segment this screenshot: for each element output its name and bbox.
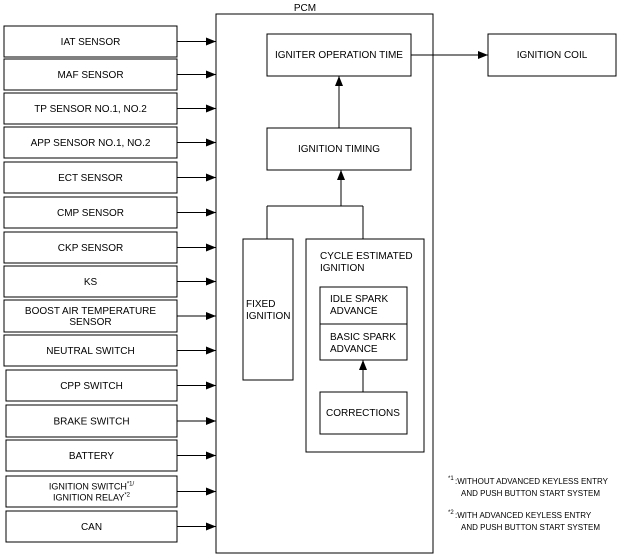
input-ckp-box [3,231,178,264]
corrections-label: CORRECTIONS [326,408,400,419]
idle-spark-line-2: ADVANCE [330,306,378,317]
footnote-2-line-2: AND PUSH BUTTON START SYSTEM [461,523,600,532]
igniter-operation-time-block: IGNITER OPERATION TIME [266,33,412,77]
merge-connector [266,170,364,239]
input-can: CAN [5,510,216,543]
input-ks-label-1: KS [84,277,98,288]
input-cmp: CMP SENSOR [3,196,216,229]
input-ect-box [3,161,178,194]
input-brake-label-1: BRAKE SWITCH [53,417,129,428]
ignition-timing-label: IGNITION TIMING [298,144,380,155]
basic-spark-line-2: ADVANCE [330,344,378,355]
input-cpp-label-1: CPP SWITCH [60,381,123,392]
input-ckp-label-1: CKP SENSOR [58,243,123,254]
input-battery: BATTERY [5,439,216,472]
idle-spark-advance-block: IDLE SPARK ADVANCE [319,286,408,325]
footnote-2-line-1: :WITH ADVANCED KEYLESS ENTRY [455,511,592,520]
basic-spark-line-1: BASIC SPARK [330,332,396,343]
input-app-box [3,126,178,159]
input-cmp-label-1: CMP SENSOR [57,208,124,219]
input-neutral: NEUTRAL SWITCH [3,334,216,367]
footnote-1-line-2: AND PUSH BUTTON START SYSTEM [461,489,600,498]
input-app-label-1: APP SENSOR NO.1, NO.2 [31,138,151,149]
input-boost-label-2: SENSOR [69,317,111,328]
input-maf: MAF SENSOR [3,58,216,91]
idle-spark-line-1: IDLE SPARK [330,294,388,305]
pcm-label: PCM [294,3,316,14]
fixed-ignition-block: FIXED IGNITION [242,238,294,381]
footnote-1-mark: *1 [448,476,454,482]
basic-spark-advance-block: BASIC SPARK ADVANCE [319,323,408,361]
input-ign-label-1: IGNITION SWITCH*1/ [49,482,135,492]
input-iat: IAT SENSOR [3,25,216,58]
footnote-2-mark: *2 [448,510,454,516]
input-battery-label-1: BATTERY [69,451,115,462]
footnote-2: *2 :WITH ADVANCED KEYLESS ENTRY AND PUSH… [448,510,600,532]
input-iat-label-1: IAT SENSOR [61,37,121,48]
input-cpp-box [5,369,178,402]
input-ign-superscript-2: *2 [124,493,130,499]
input-ect: ECT SENSOR [3,161,216,194]
input-ks: KS [3,265,216,298]
input-ect-label-1: ECT SENSOR [58,173,123,184]
footnote-1: *1 :WITHOUT ADVANCED KEYLESS ENTRY AND P… [448,476,609,498]
input-ign-label-2: IGNITION RELAY*2 [53,493,131,503]
ignition-timing-block: IGNITION TIMING [266,127,412,171]
input-can-label-1: CAN [81,522,102,533]
input-boost-label-1: BOOST AIR TEMPERATURE [25,306,156,317]
input-neutral-label-1: NEUTRAL SWITCH [46,346,135,357]
fixed-ignition-line-2: IGNITION [246,311,290,322]
input-brake-box [5,404,178,438]
input-ign-superscript-1: *1/ [127,482,135,488]
input-tp-label-1: TP SENSOR NO.1, NO.2 [34,104,147,115]
input-signals: IAT SENSOR MAF SENSOR TP SENSOR NO.1, NO.2… [3,25,216,543]
input-ign-box [5,475,178,508]
cycle-estimated-line-2: IGNITION [320,263,364,274]
footnotes: *1 :WITHOUT ADVANCED KEYLESS ENTRY AND P… [448,476,609,532]
input-iat-box [3,25,178,58]
fixed-ignition-line-1: FIXED [246,299,275,310]
input-ks-box [3,265,178,298]
input-brake: BRAKE SWITCH [5,404,216,438]
footnote-1-line-1: :WITHOUT ADVANCED KEYLESS ENTRY [455,477,609,486]
input-maf-label-1: MAF SENSOR [57,70,123,81]
ignition-coil-block: IGNITION COIL [487,33,617,77]
input-ckp: CKP SENSOR [3,231,216,264]
ignition-coil-label: IGNITION COIL [517,50,588,61]
input-battery-box [5,439,178,472]
input-cpp: CPP SWITCH [5,369,216,402]
corrections-block: CORRECTIONS [319,391,408,435]
input-ign: IGNITION SWITCH*1/IGNITION RELAY*2 [5,475,216,508]
input-can-box [5,510,178,543]
input-tp-box [3,92,178,125]
input-boost-box [3,299,178,333]
input-app: APP SENSOR NO.1, NO.2 [3,126,216,159]
cycle-estimated-line-1: CYCLE ESTIMATED [320,251,413,262]
input-tp: TP SENSOR NO.1, NO.2 [3,92,216,125]
igniter-operation-time-label: IGNITER OPERATION TIME [275,50,403,61]
